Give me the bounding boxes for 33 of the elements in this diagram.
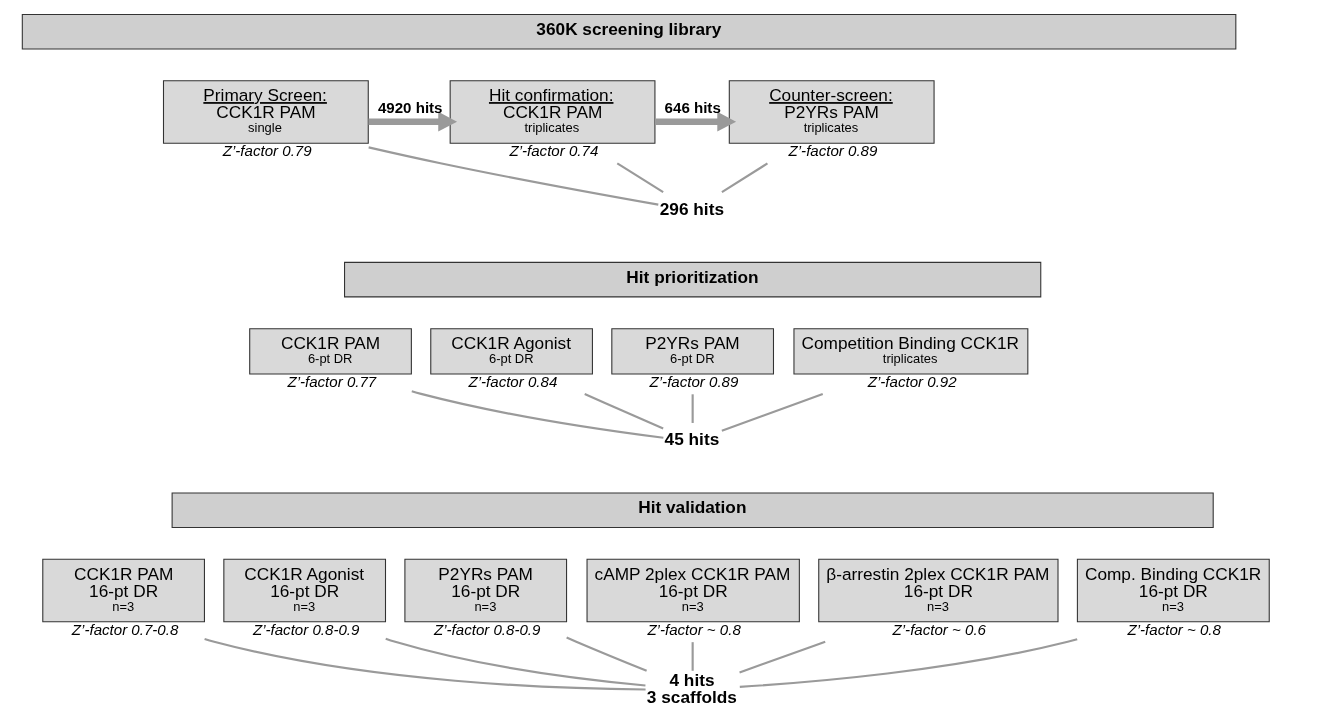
- connector: [584, 393, 664, 430]
- edge-label: 646 hits: [664, 99, 721, 117]
- node-text: 45 hits: [664, 429, 720, 450]
- node-label: Z’-factor ~ 0.8: [1127, 620, 1221, 638]
- node-label: Z’-factor 0.89: [649, 373, 739, 391]
- arrow: [368, 111, 458, 132]
- connector: [566, 636, 648, 672]
- node-label: Z’-factor 0.77: [287, 373, 377, 391]
- arrow: [655, 111, 737, 132]
- connector: [411, 390, 664, 439]
- node-label: Z’-factor 0.74: [509, 142, 599, 160]
- node-label: Z’-factor 0.8-0.9: [252, 620, 360, 638]
- node-label: Z’-factor 0.89: [788, 142, 878, 160]
- connector: [721, 392, 824, 432]
- node-label: Z’-factor 0.84: [468, 373, 558, 391]
- node-label: Z’-factor 0.92: [867, 373, 957, 391]
- node-label: Z’-factor 0.79: [222, 142, 312, 160]
- node-text: 296 hits: [659, 198, 724, 219]
- connector: [385, 637, 646, 687]
- connector: [739, 640, 826, 674]
- connector: [616, 162, 664, 194]
- connector: [721, 162, 769, 194]
- connector: [204, 637, 646, 691]
- node-label: Z’-factor 0.7-0.8: [71, 620, 179, 638]
- node-text: 4 hits 3 scaffolds: [646, 669, 737, 707]
- connector: [739, 638, 1078, 688]
- connector: [691, 394, 694, 423]
- node-label: Z’-factor ~ 0.8: [647, 620, 741, 638]
- node-label: Z’-factor ~ 0.6: [892, 620, 987, 638]
- connector: [368, 146, 659, 206]
- edge-label: 4920 hits: [377, 99, 443, 117]
- node-label: Z’-factor 0.8-0.9: [434, 620, 541, 638]
- connector: [691, 642, 694, 671]
